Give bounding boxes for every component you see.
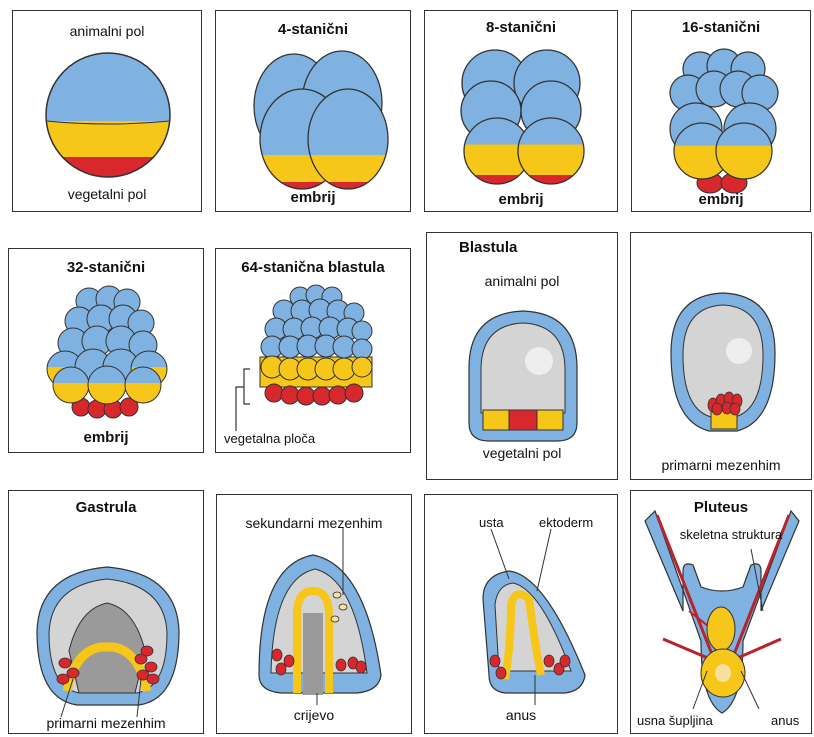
- eight-cell-illustration: [425, 11, 618, 212]
- anus-label-2: anus: [771, 713, 799, 728]
- panel-16-cell: 16-stanični embrij: [631, 10, 811, 212]
- primary-mesenchyme-label-2: primarni mezenhim: [9, 715, 203, 731]
- 64-cell-title: 64-stanična blastula: [216, 259, 410, 276]
- panel-pluteus: Pluteus skeletna struktura usna šupljina…: [630, 490, 812, 734]
- panel-uncleaved-egg: animalni pol vegetalni pol: [12, 10, 202, 212]
- panel-gastrula: Gastrula primarni mezenhim: [8, 490, 204, 734]
- mesenchyme-ingression-illustration: [631, 233, 812, 480]
- 16-cell-title: 16-stanični: [632, 19, 810, 36]
- gastrula-illustration: [9, 491, 204, 734]
- panel-32-cell: 32-stanični embrij: [8, 248, 204, 453]
- panel-late-gastrula: sekundarni mezenhim crijevo: [216, 494, 412, 734]
- four-cell-illustration: [216, 11, 411, 212]
- panel-64-cell-blastula: 64-stanična blastula vegetalna ploča: [215, 248, 411, 453]
- anus-label-1: anus: [425, 707, 617, 723]
- secondary-mesenchyme-label: sekundarni mezenhim: [217, 515, 411, 531]
- blastula-vegetal-pole-label: vegetalni pol: [427, 445, 617, 461]
- panel-blastula: Blastula animalni pol vegetalni pol: [426, 232, 618, 480]
- blastula-title: Blastula: [459, 239, 617, 256]
- egg-illustration: [13, 11, 202, 212]
- 8-cell-title: 8-stanični: [425, 19, 617, 36]
- skeletal-structure-label: skeletna struktura: [671, 527, 791, 542]
- oral-cavity-label: usna šupljina: [637, 713, 713, 728]
- panel-8-cell: 8-stanični embrij: [424, 10, 618, 212]
- vegetal-plate-label: vegetalna ploča: [224, 431, 315, 446]
- ectoderm-label: ektoderm: [539, 515, 593, 530]
- primary-mesenchyme-label-1: primarni mezenhim: [631, 457, 811, 473]
- panel-4-cell: 4-stanični embrij: [215, 10, 411, 212]
- 16-cell-embryo-label: embrij: [632, 191, 810, 208]
- gastrula-title: Gastrula: [9, 499, 203, 516]
- thirty-two-cell-illustration: [9, 249, 204, 453]
- panel-prism-larva: usta ektoderm anus: [424, 494, 618, 734]
- 32-cell-embryo-label: embrij: [9, 429, 203, 446]
- panel-mesenchyme-ingression: primarni mezenhim: [630, 232, 812, 480]
- gut-label: crijevo: [217, 707, 411, 723]
- blastula-animal-pole-label: animalni pol: [427, 273, 617, 289]
- vegetal-pole-label: vegetalni pol: [13, 186, 201, 202]
- 4-cell-embryo-label: embrij: [216, 189, 410, 206]
- blastula-illustration: [427, 233, 618, 480]
- 8-cell-embryo-label: embrij: [425, 191, 617, 208]
- sixty-four-cell-illustration: [216, 249, 411, 453]
- 4-cell-title: 4-stanični: [216, 21, 410, 38]
- mouth-label: usta: [479, 515, 504, 530]
- 32-cell-title: 32-stanični: [9, 259, 203, 276]
- sixteen-cell-illustration: [632, 11, 811, 212]
- animal-pole-label: animalni pol: [13, 23, 201, 39]
- pluteus-title: Pluteus: [631, 499, 811, 516]
- prism-larva-illustration: [425, 495, 618, 734]
